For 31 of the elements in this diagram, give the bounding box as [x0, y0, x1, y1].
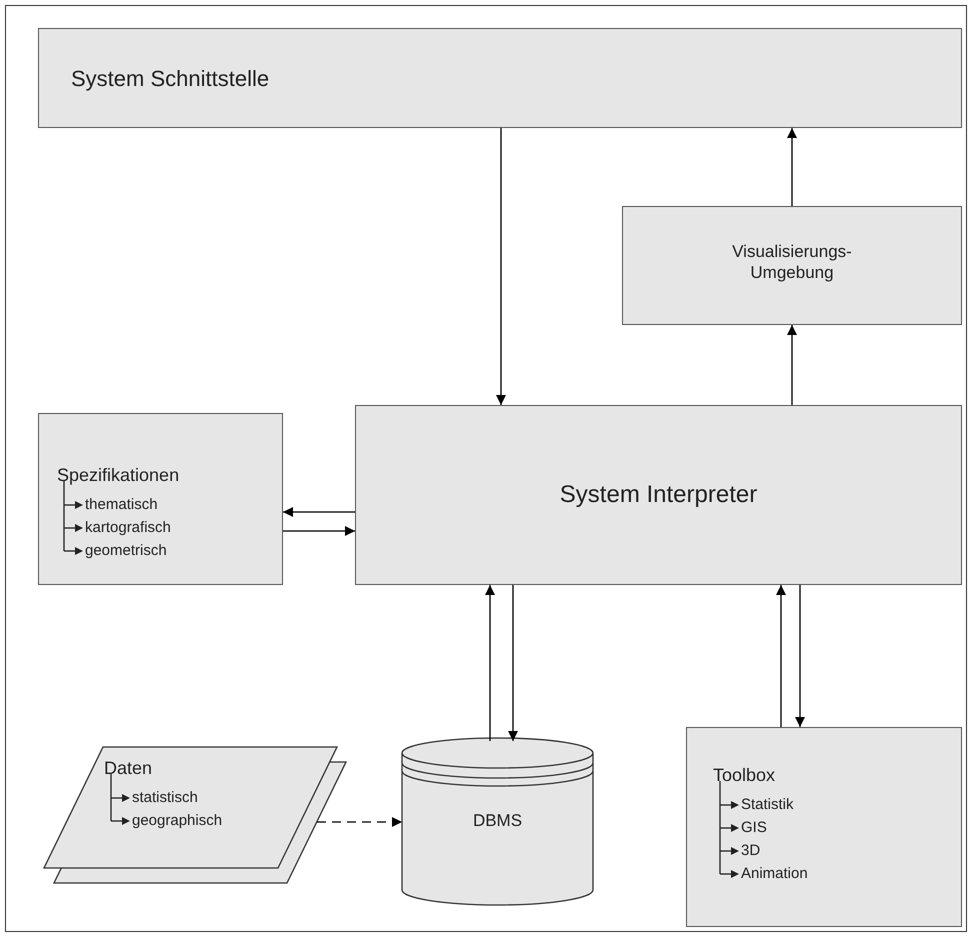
- arrow: [787, 325, 797, 405]
- process-box: [622, 206, 962, 325]
- arrow: [283, 507, 355, 517]
- process-box: [38, 28, 962, 128]
- list-item: Statistik: [741, 794, 795, 814]
- arrow: [508, 585, 518, 741]
- process-box: [686, 727, 962, 927]
- list-item: 3D: [741, 840, 762, 860]
- node-title: System Schnittstelle: [71, 65, 270, 92]
- node-title: DBMS: [472, 810, 522, 832]
- list-item: Animation: [741, 864, 808, 884]
- list-item: kartografisch: [85, 518, 171, 538]
- list-item: statistisch: [132, 788, 199, 808]
- arrow: [485, 585, 495, 741]
- node-title: Daten: [104, 757, 152, 780]
- list-item: thematisch: [85, 494, 159, 514]
- arrow: [787, 128, 797, 206]
- arrow: [795, 585, 805, 727]
- node-title: Spezifikationen: [57, 464, 180, 486]
- list-item: geographisch: [132, 810, 222, 830]
- arrow: [283, 526, 355, 536]
- node-title: System Interpreter: [560, 480, 758, 510]
- process-box: [355, 405, 962, 585]
- node-title: Visualisierungs-Umgebung: [731, 241, 853, 284]
- arrow: [317, 817, 402, 827]
- list-item: geometrisch: [85, 540, 168, 560]
- list-item: GIS: [741, 818, 768, 838]
- process-box: [38, 413, 283, 585]
- arrow: [776, 585, 786, 727]
- node-title: Toolbox: [713, 764, 776, 786]
- arrow: [496, 128, 506, 405]
